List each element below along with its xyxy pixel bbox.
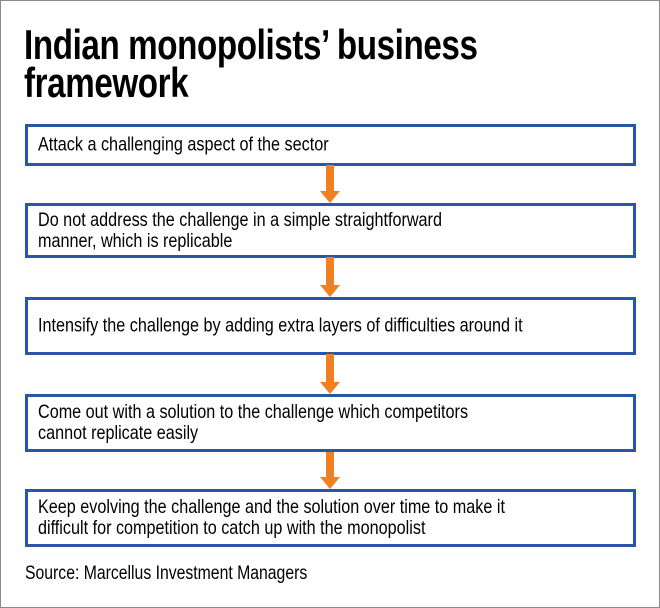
step-5-line-1: Keep evolving the challenge and the solu…	[38, 496, 505, 518]
step-4-line-2: cannot replicate easily	[38, 422, 199, 444]
title-line-1: Indian monopolists’ business	[24, 21, 478, 68]
step-5-line-2: difficult for competition to catch up wi…	[38, 517, 426, 539]
step-box-4: Come out with a solution to the challeng…	[25, 394, 636, 452]
step-3-line-1: Intensify the challenge by adding extra …	[38, 314, 523, 337]
down-arrow-icon	[320, 452, 340, 489]
step-text-5: Keep evolving the challenge and the solu…	[38, 497, 611, 539]
step-box-1: Attack a challenging aspect of the secto…	[25, 124, 636, 166]
step-box-5: Keep evolving the challenge and the solu…	[25, 489, 636, 547]
step-text-3: Intensify the challenge by adding extra …	[38, 314, 611, 337]
title-line-2: framework	[24, 59, 189, 106]
source-note: Source: Marcellus Investment Managers	[25, 563, 308, 584]
step-2-line-1: Do not address the challenge in a simple…	[38, 208, 442, 231]
down-arrow-icon	[320, 165, 340, 203]
step-text-2: Do not address the challenge in a simple…	[38, 208, 611, 252]
step-2-line-2: manner, which is replicable	[38, 229, 233, 252]
step-box-2: Do not address the challenge in a simple…	[25, 203, 636, 258]
step-1-line-1: Attack a challenging aspect of the secto…	[38, 133, 329, 156]
figure-title: Indian monopolists’ business framework	[24, 21, 577, 106]
down-arrow-icon	[320, 354, 340, 394]
step-4-line-1: Come out with a solution to the challeng…	[38, 401, 469, 423]
step-text-1: Attack a challenging aspect of the secto…	[38, 133, 611, 156]
down-arrow-icon	[320, 257, 340, 297]
step-text-4: Come out with a solution to the challeng…	[38, 402, 611, 444]
step-box-3: Intensify the challenge by adding extra …	[25, 297, 636, 355]
